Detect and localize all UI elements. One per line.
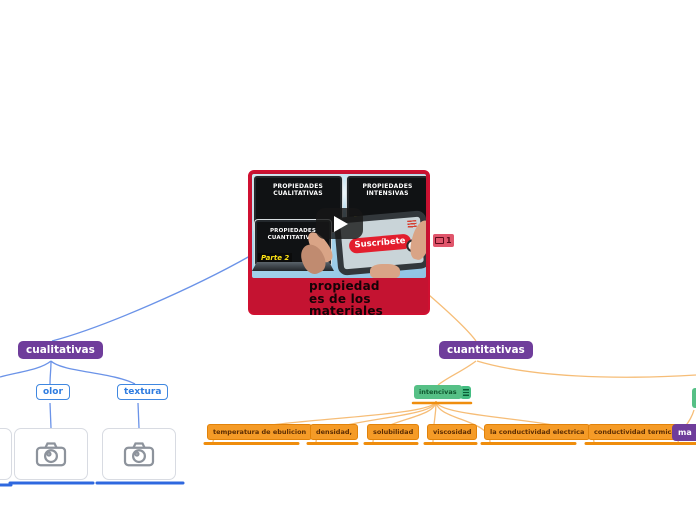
laptop-part-label: Parte 2 [258, 253, 293, 263]
title-line-2: es de los [309, 291, 371, 306]
node-densidad[interactable]: densidad, [310, 424, 358, 440]
notes-icon [462, 389, 469, 396]
node-intencivas[interactable]: intencivas [414, 385, 462, 399]
node-viscosidad[interactable]: viscosidad [427, 424, 478, 440]
title-line-3: materiales [309, 304, 383, 318]
image-node-partial[interactable] [0, 428, 12, 480]
central-topic-title: propiedad es de los materiales [252, 278, 426, 318]
video-thumbnail: PROPIEDADES CUALITATIVAS Parte 1 PROPIED… [252, 174, 426, 278]
laptop-line1: PROPIEDADES [269, 228, 317, 234]
monitor1-line1: PROPIEDADES [272, 183, 324, 190]
central-topic-video[interactable]: PROPIEDADES CUALITATIVAS Parte 1 PROPIED… [248, 170, 430, 318]
node-textura[interactable]: textura [117, 384, 169, 400]
image-node-textura[interactable] [102, 428, 176, 480]
camera-icon [123, 442, 155, 467]
node-cualitativas[interactable]: cualitativas [18, 341, 103, 359]
media-count-badge[interactable]: 1 [433, 234, 454, 247]
camera-icon [35, 442, 67, 467]
media-count: 1 [446, 236, 452, 245]
laptop-base [252, 262, 334, 271]
play-button[interactable] [316, 208, 363, 239]
node-solubilidad[interactable]: solubilidad [367, 424, 420, 440]
node-olor[interactable]: olor [36, 384, 70, 400]
laptop-line2: CUANTITATIVAS [267, 234, 319, 241]
monitor2-line1: PROPIEDADES [362, 183, 413, 190]
holding-thumb [370, 264, 400, 278]
node-conductividad-termica[interactable]: conductividad termica [588, 424, 682, 440]
monitor1-line2: CUALITATIVAS [273, 190, 323, 197]
monitor2-line2: INTENSIVAS [366, 190, 409, 197]
image-node-olor[interactable] [14, 428, 88, 480]
node-temperatura-de-ebulicion[interactable]: temperatura de ebulicion [207, 424, 313, 440]
screen-icon [435, 237, 444, 244]
node-cuantitativas[interactable]: cuantitativas [439, 341, 533, 359]
node-partial-green[interactable] [692, 388, 696, 408]
node-la-conductividad-electrica[interactable]: la conductividad electrica [484, 424, 591, 440]
notes-badge-intencivas[interactable] [460, 386, 471, 399]
play-icon [334, 215, 348, 232]
node-partial-ma[interactable]: ma [672, 424, 696, 441]
title-line-1: propiedad [309, 279, 380, 293]
